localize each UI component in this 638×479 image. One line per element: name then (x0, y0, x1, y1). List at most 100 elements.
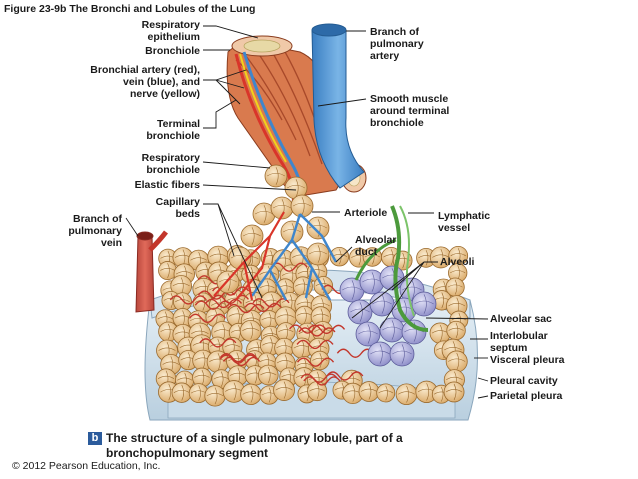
alveolus (171, 382, 192, 403)
respiratory-alveolus (306, 216, 330, 240)
alveolus (445, 350, 468, 373)
label-bronchial-artery-line3: nerve (yellow) (129, 88, 200, 100)
alveolus (395, 383, 418, 406)
alveolus (240, 383, 262, 406)
alveolus-texture (173, 384, 190, 401)
label-bronchial-artery: Bronchial artery (red), vein (blue), and… (80, 64, 200, 100)
alveolus-texture (432, 248, 450, 266)
capillary (222, 356, 261, 367)
alveolus-texture (448, 352, 466, 371)
alveolus (310, 350, 330, 371)
label-smooth-muscle-line3: bronchiole (370, 117, 424, 129)
label-branch-pulmonary-vein: Branch of pulmonary vein (54, 213, 122, 249)
label-branch-pulmonary-vein-line2: pulmonary (68, 225, 122, 237)
label-capillary-beds-line2: beds (175, 208, 200, 220)
label-pleural-cavity: Pleural cavity (490, 375, 558, 387)
alveolus (204, 385, 226, 407)
respiratory-alveolus (240, 224, 264, 248)
label-respiratory-epithelium-line1: Respiratory (141, 19, 200, 31)
alveolar-sac-alveolus-texture (370, 344, 390, 364)
respiratory-alveolus (290, 194, 314, 218)
label-interlobular-septum-line2: septum (490, 342, 528, 354)
capillary (169, 295, 207, 305)
label-alveoli: Alveoli (440, 256, 475, 268)
figure-caption: The structure of a single pulmonary lobu… (106, 431, 403, 461)
alveolus-texture (260, 366, 277, 384)
capillary (244, 302, 282, 313)
label-capillary-beds-line1: Capillary (155, 196, 200, 208)
label-capillary-beds: Capillary beds (130, 196, 200, 220)
alveolus-texture (206, 387, 224, 405)
caption-line2: bronchopulmonary segment (106, 446, 269, 460)
label-lymphatic-vessel-line1: Lymphatic (438, 210, 491, 222)
alveolus-texture (296, 307, 313, 324)
label-branch-pulmonary-artery: Branch of pulmonary artery (370, 26, 424, 62)
label-terminal-bronchiole: Terminal bronchiole (130, 118, 200, 142)
alveolus-texture (275, 381, 293, 399)
caption-line1: The structure of a single pulmonary lobu… (106, 431, 403, 445)
alveolar-sac-alveolus (347, 299, 373, 325)
alveolus-texture (209, 352, 227, 371)
label-respiratory-epithelium: Respiratory epithelium (130, 19, 200, 43)
figure-title: Figure 23-9b The Bronchi and Lobules of … (4, 3, 256, 15)
label-smooth-muscle-line2: around terminal (370, 105, 450, 117)
respiratory-alveolus-texture (309, 245, 327, 263)
capillary (300, 373, 338, 383)
respiratory-alveolus-texture (293, 197, 311, 215)
alveolar-sac-alveolus (411, 291, 437, 317)
alveolus-texture (213, 371, 229, 387)
respiratory-alveolus (306, 242, 330, 266)
label-respiratory-bronchiole-line1: Respiratory (141, 152, 200, 164)
alveolus-texture (448, 322, 464, 339)
label-bronchiole: Bronchiole (145, 45, 200, 57)
alveolus-texture (447, 279, 463, 295)
capillary (326, 371, 364, 381)
alveolus-texture (445, 383, 463, 401)
copyright-notice: © 2012 Pearson Education, Inc. (12, 460, 161, 472)
capillary (252, 298, 290, 308)
alveolus (376, 383, 396, 403)
alveolar-sac-alveolus (367, 341, 393, 367)
label-respiratory-epithelium-line2: epithelium (147, 31, 200, 43)
alveolus-texture (450, 248, 466, 264)
alveolus-texture (194, 369, 210, 386)
label-bronchial-artery-line1: Bronchial artery (red), (90, 64, 200, 76)
label-parietal-pleura: Parietal pleura (490, 390, 563, 402)
label-elastic-fibers: Elastic fibers (134, 179, 200, 191)
label-alveolar-duct-line2: duct (355, 246, 378, 258)
label-visceral-pleura: Visceral pleura (490, 354, 565, 366)
label-branch-pulmonary-artery-line2: pulmonary (370, 38, 424, 50)
capillary (336, 348, 374, 358)
label-terminal-bronchiole-line2: bronchiole (146, 130, 200, 142)
label-terminal-bronchiole-line1: Terminal (157, 118, 200, 130)
respiratory-alveolus (280, 220, 304, 244)
respiratory-alveolus (264, 164, 288, 188)
label-branch-pulmonary-artery-line1: Branch of (370, 26, 420, 38)
alveolus-texture (312, 352, 328, 369)
capillary (296, 357, 335, 367)
label-arteriole: Arteriole (344, 207, 388, 219)
alveolus-texture (398, 385, 415, 403)
alveolus (358, 381, 380, 402)
alveolus-texture (360, 383, 378, 400)
capillary (188, 313, 227, 323)
label-smooth-muscle-line1: Smooth muscle (370, 93, 449, 105)
label-branch-pulmonary-vein-line1: Branch of (72, 213, 122, 225)
capillary (270, 262, 308, 272)
capillary (296, 339, 334, 350)
label-branch-pulmonary-vein-line3: vein (100, 237, 122, 249)
capillary (219, 354, 257, 364)
label-alveolar-duct: Alveolar duct (355, 234, 396, 258)
label-respiratory-bronchiole: Respiratory bronchiole (130, 152, 200, 176)
pulmonary-vein-branch (135, 230, 168, 313)
alveolus-texture (160, 263, 176, 278)
capillary (219, 352, 257, 363)
label-alveolar-duct-line1: Alveolar (355, 234, 397, 246)
label-respiratory-bronchiole-line2: bronchiole (146, 164, 200, 176)
respiratory-alveolus-texture (267, 167, 285, 185)
alveolus (443, 381, 465, 403)
capillary (227, 303, 265, 314)
alveolus-texture (314, 323, 331, 340)
capillary (194, 300, 232, 310)
